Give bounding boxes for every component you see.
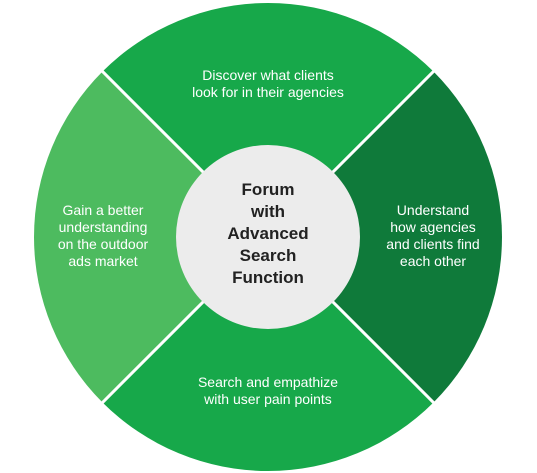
segment-top (102, 3, 434, 237)
divider-top-right (330, 69, 436, 175)
segment-left (34, 71, 269, 403)
center-title: Forum with Advanced Search Function (227, 180, 309, 287)
segment-right (268, 71, 502, 403)
segment-top-label: Discover what clients look for in their … (192, 67, 344, 100)
segment-bottom-label: Search and empathize with user pain poin… (197, 374, 339, 407)
divider-bottom-right (330, 299, 436, 405)
center-circle (176, 145, 360, 329)
segment-left-label: Gain a better understanding on the outdo… (57, 202, 149, 269)
segment-right-label: Understand how agencies and clients find… (386, 202, 480, 269)
divider-top-left (100, 69, 206, 175)
divider-bottom-left (100, 299, 206, 405)
segment-bottom (102, 237, 434, 471)
